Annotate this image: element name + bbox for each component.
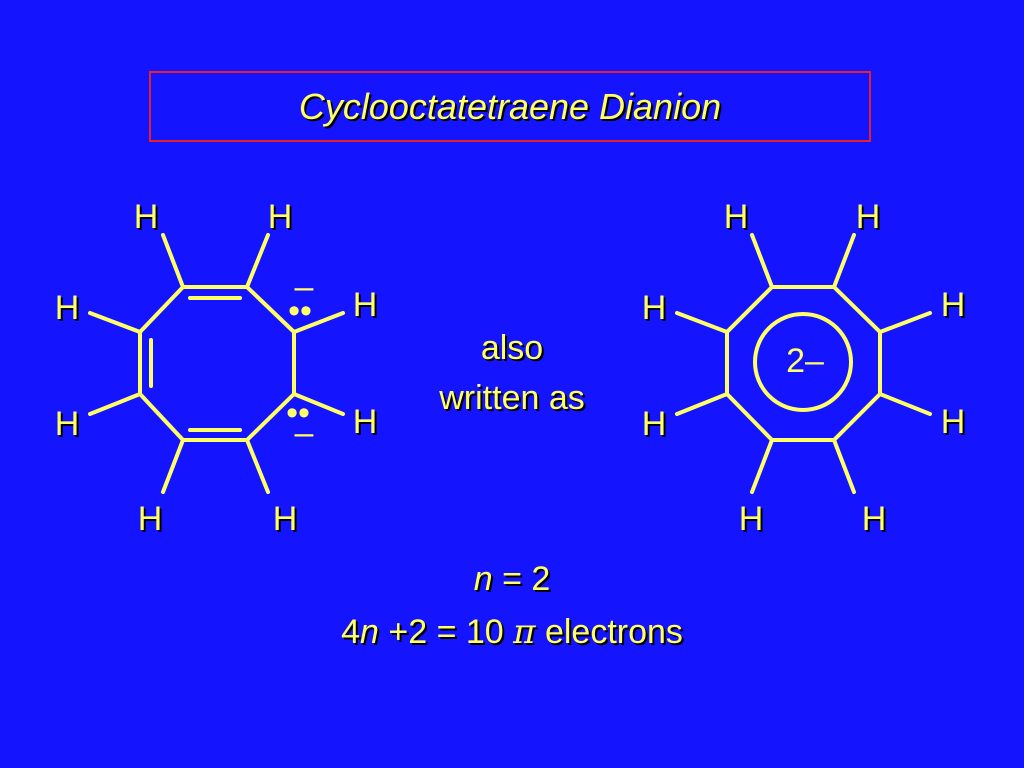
svg-text:H: H <box>57 407 82 445</box>
svg-text:H: H <box>136 200 161 238</box>
svg-text:H: H <box>140 502 165 540</box>
h-atom-label: H <box>856 198 881 236</box>
svg-text:H: H <box>943 405 968 443</box>
written-as-text: written as <box>439 379 585 417</box>
svg-text:H: H <box>864 502 889 540</box>
h-atom-label: H <box>353 286 378 324</box>
equation-n-variable: n <box>473 560 493 598</box>
h-atom-label: H <box>134 198 159 236</box>
left-double-bond-lines <box>149 296 242 432</box>
equation-n: n = 2 <box>0 560 1024 599</box>
h-atom-label: H <box>268 198 293 236</box>
lone-pair-dots: •• <box>288 292 312 330</box>
svg-text:H: H <box>644 291 669 329</box>
svg-text:H: H <box>270 200 295 238</box>
huckel-variable: n <box>360 613 379 651</box>
right-ch-bonds <box>675 233 932 494</box>
huckel-middle: +2 = 10 <box>378 613 514 651</box>
equation-huckel: 4n +2 = 10 π electrons <box>0 612 1024 652</box>
h-atom-label: H <box>941 286 966 324</box>
h-atom-label: H <box>941 403 966 441</box>
ring-charge-label: 2– <box>786 342 824 380</box>
svg-text:H: H <box>355 288 380 326</box>
h-atom-label: H <box>55 405 80 443</box>
svg-text:H: H <box>275 502 300 540</box>
left-cot-structure <box>88 233 345 494</box>
negative-charge-sign: – <box>295 414 314 452</box>
h-atom-label: H <box>739 500 764 538</box>
upper-carbanion: •• – <box>288 268 313 330</box>
equation-n-value: = 2 <box>492 560 551 598</box>
svg-text:H: H <box>57 291 82 329</box>
right-h-labels: H H H H H H H H H H H H H H H H <box>642 198 968 540</box>
right-cot-structure <box>675 233 932 494</box>
pi-symbol: π <box>513 612 536 652</box>
svg-text:H: H <box>355 405 380 443</box>
h-atom-label: H <box>862 500 887 538</box>
svg-text:H: H <box>644 407 669 445</box>
svg-text:H: H <box>858 200 883 238</box>
title-box: Cyclooctatetraene Dianion <box>149 71 871 142</box>
h-atom-label: H <box>273 500 298 538</box>
svg-text:H: H <box>943 288 968 326</box>
also-text: also <box>480 329 544 367</box>
svg-text:H: H <box>741 502 766 540</box>
h-atom-label: H <box>724 198 749 236</box>
huckel-coefficient: 4 <box>341 613 360 651</box>
left-h-labels: H H H H H H H H H H H H H H H H <box>55 198 380 540</box>
svg-text:H: H <box>726 200 751 238</box>
left-ch-bonds <box>88 233 345 494</box>
h-atom-label: H <box>55 289 80 327</box>
left-ring-bonds <box>138 285 296 442</box>
h-atom-label: H <box>353 403 378 441</box>
lone-pair-dots: •• <box>286 394 310 432</box>
h-atom-label: H <box>642 405 667 443</box>
aromatic-ring-circle <box>753 312 853 412</box>
h-atom-label: H <box>642 289 667 327</box>
huckel-tail: electrons <box>535 613 683 651</box>
lower-carbanion: •• – <box>286 394 313 452</box>
negative-charge-sign: – <box>295 268 314 306</box>
slide-title: Cyclooctatetraene Dianion <box>298 85 722 127</box>
h-atom-label: H <box>138 500 163 538</box>
